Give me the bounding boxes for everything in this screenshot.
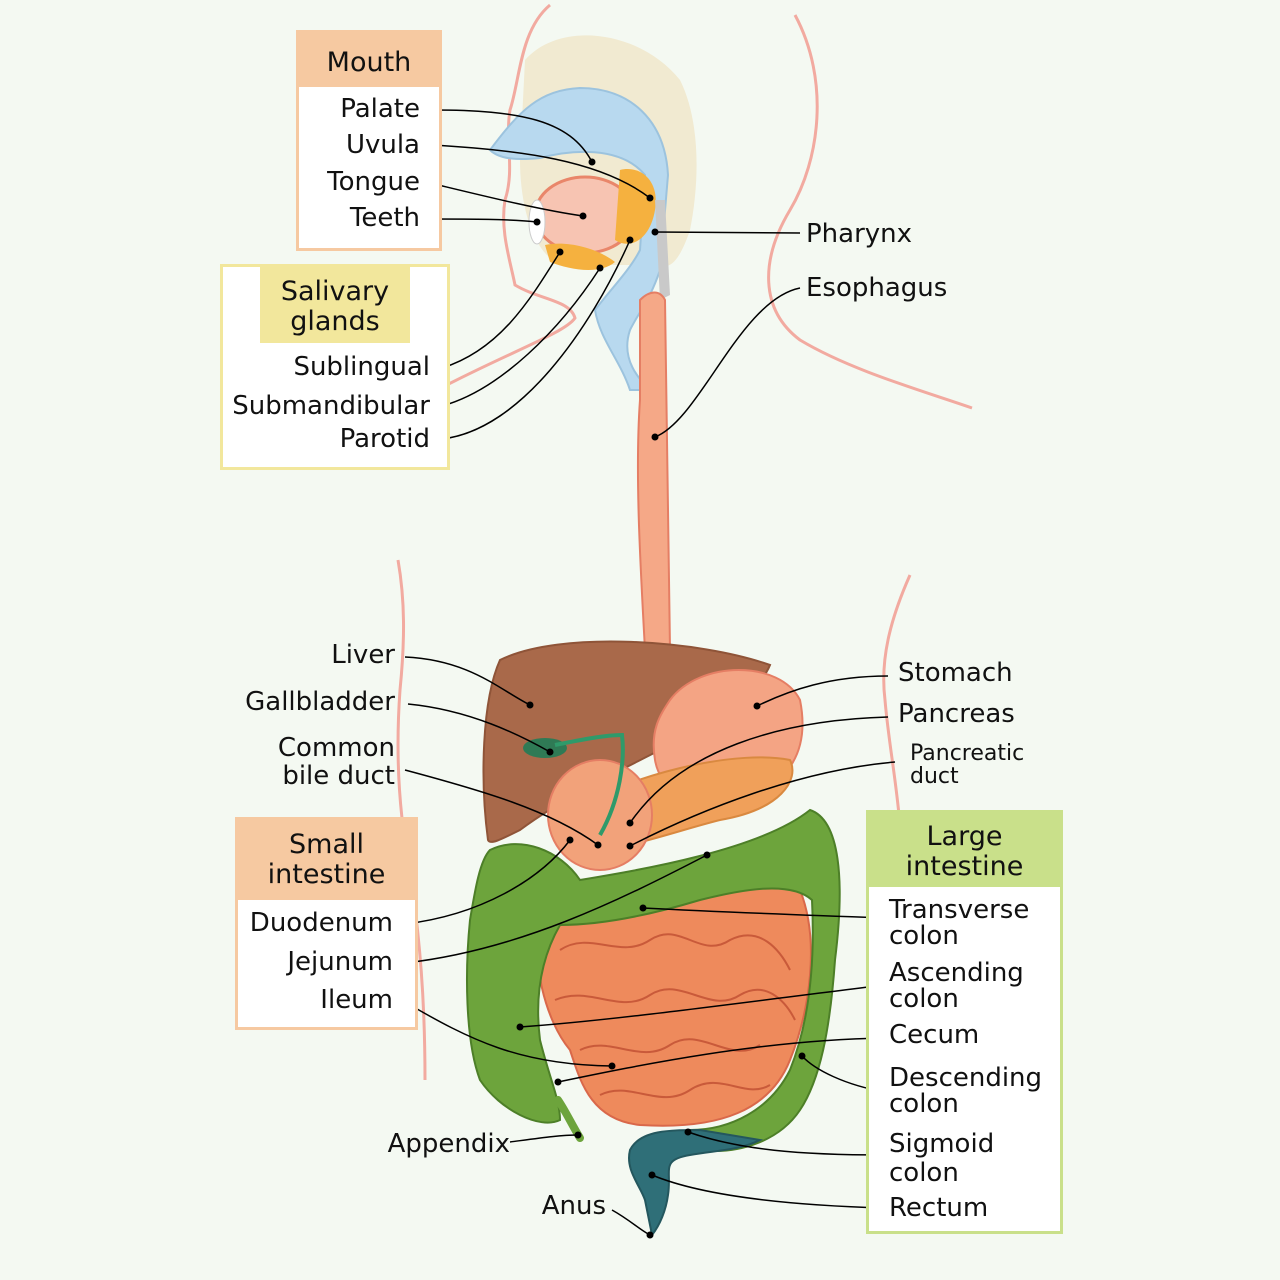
leader-gallbladder xyxy=(407,703,551,753)
label-cecum: Cecum xyxy=(889,1020,980,1050)
label-pancreatic-duct: Pancreatic duct xyxy=(910,741,1025,789)
mouth-group-box: Mouth xyxy=(296,30,442,251)
label-ascending-colon: Ascending colon xyxy=(889,958,1024,1014)
leader-ileum xyxy=(404,1001,613,1067)
label-submandibular: Submandibular xyxy=(232,391,430,421)
leader-dots xyxy=(516,158,806,1239)
large-intestine-group-box: Large intestine xyxy=(866,810,1063,1234)
label-appendix: Appendix xyxy=(387,1129,510,1159)
leader-common-bile-duct xyxy=(404,769,599,846)
label-pancreas: Pancreas xyxy=(898,699,1015,729)
leader-palate xyxy=(431,109,593,163)
leader-appendix xyxy=(509,1134,579,1143)
leader-duodenum xyxy=(404,839,571,925)
label-gallbladder: Gallbladder xyxy=(245,687,395,717)
salivary-group-title: Salivary glands xyxy=(260,267,410,343)
large-intestine-group-title: Large intestine xyxy=(869,813,1060,887)
leader-parotid xyxy=(441,239,631,440)
leader-sigmoid-colon xyxy=(687,1131,886,1156)
label-sigmoid-colon: Sigmoid colon xyxy=(889,1129,995,1188)
label-rectum: Rectum xyxy=(889,1193,989,1223)
leader-stomach xyxy=(756,675,889,707)
soft-palate-shape xyxy=(615,169,656,244)
label-duodenum: Duodenum xyxy=(249,908,393,938)
label-ileum: Ileum xyxy=(320,985,393,1015)
leader-rectum xyxy=(651,1174,886,1209)
leader-jejunum xyxy=(404,854,708,964)
esophagus-shape xyxy=(636,291,672,651)
leader-tongue xyxy=(429,182,584,217)
leader-esophagus xyxy=(654,287,801,438)
abdomen-illustration xyxy=(466,640,841,1238)
duodenum-shape xyxy=(547,759,653,871)
label-pharynx: Pharynx xyxy=(806,219,913,249)
leader-transverse-colon xyxy=(642,907,886,919)
label-common-bile-duct: Common bile duct xyxy=(277,733,395,791)
pharynx-shape xyxy=(655,200,670,300)
label-esophagus: Esophagus xyxy=(806,273,948,303)
label-palate: Palate xyxy=(340,94,420,124)
small-intestine-group-box: Small intestine xyxy=(235,817,418,1030)
leader-pancreatic-duct xyxy=(629,761,896,847)
leader-lines xyxy=(404,109,896,1236)
label-tongue: Tongue xyxy=(327,167,420,197)
label-parotid: Parotid xyxy=(339,424,430,454)
mouth-illustration xyxy=(488,35,697,391)
small-intestine-group-title: Small intestine xyxy=(238,820,415,900)
label-stomach: Stomach xyxy=(898,658,1013,688)
leader-ascending-colon xyxy=(519,984,886,1028)
bile-duct-shape xyxy=(554,732,625,836)
leader-uvula xyxy=(431,144,651,199)
leader-sublingual xyxy=(441,251,561,369)
label-transverse-colon: Transverse colon xyxy=(889,895,1030,951)
leader-liver xyxy=(404,656,531,706)
label-jejunum: Jejunum xyxy=(287,947,393,977)
mouth-group-title: Mouth xyxy=(299,33,439,87)
salivary-group-box: Salivary glands xyxy=(220,264,450,470)
colon-shape xyxy=(466,808,841,1152)
leader-teeth xyxy=(427,218,538,223)
label-liver: Liver xyxy=(331,640,395,670)
leader-pancreas xyxy=(629,716,889,824)
leader-cecum xyxy=(557,1037,886,1083)
label-teeth: Teeth xyxy=(349,203,420,233)
label-sublingual: Sublingual xyxy=(293,352,430,382)
label-anus: Anus xyxy=(541,1191,606,1221)
leader-anus xyxy=(611,1209,651,1236)
label-descending-colon: Descending colon xyxy=(889,1063,1043,1119)
label-uvula: Uvula xyxy=(345,130,420,160)
leader-submandibular xyxy=(441,267,601,407)
leader-pharynx xyxy=(654,231,801,234)
